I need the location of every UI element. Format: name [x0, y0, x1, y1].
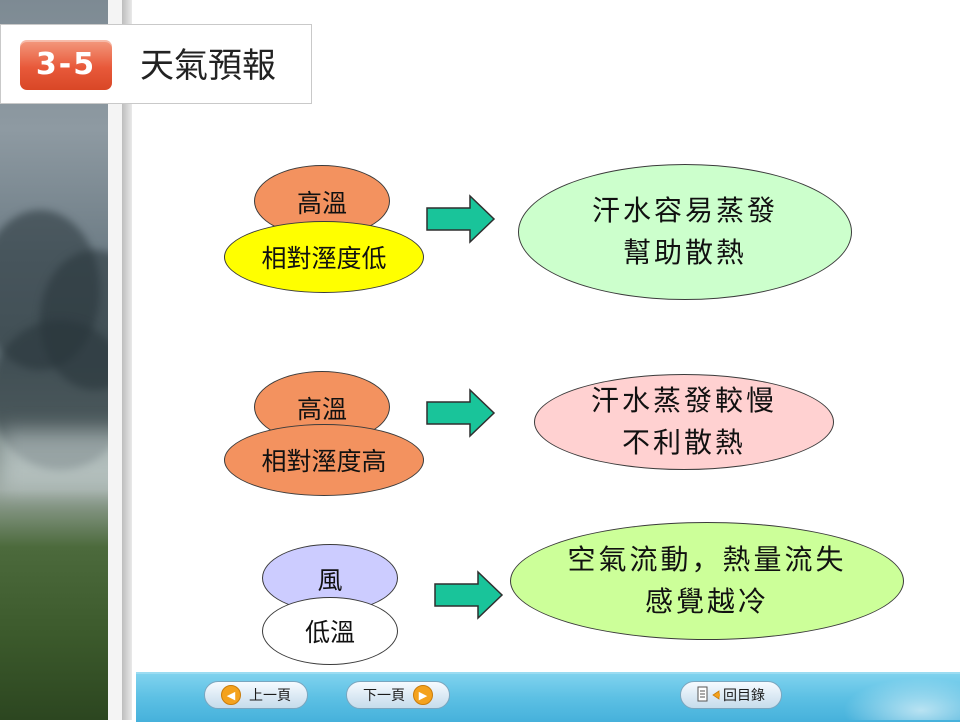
list-arrow-icon: [697, 686, 721, 704]
condition-label: 相對溼度高: [261, 447, 387, 476]
result-line-1: 汗水蒸發較慢: [590, 384, 777, 417]
arrow-right-icon: ▶: [413, 685, 433, 705]
condition-label: 高溫: [296, 189, 347, 218]
left-border-strip: [108, 0, 122, 720]
prev-page-label: 上一頁: [249, 688, 291, 704]
page-title: 天氣預報: [140, 46, 276, 86]
result-oval-1: 汗水容易蒸發 幫助散熱: [518, 164, 852, 300]
arrow-right-icon: [426, 388, 496, 438]
prev-page-button[interactable]: ◀ 上一頁: [204, 681, 308, 709]
result-oval-2: 汗水蒸發較慢 不利散熱: [534, 374, 834, 470]
condition-oval-bottom-3: 低溫: [262, 597, 398, 665]
left-border-shadow: [122, 0, 132, 720]
next-page-button[interactable]: 下一頁 ▶: [346, 681, 450, 709]
table-of-contents-button[interactable]: 回目錄: [680, 681, 782, 709]
result-line-1: 汗水容易蒸發: [591, 194, 778, 227]
condition-label: 風: [317, 566, 343, 595]
arrow-right-icon: [434, 570, 504, 620]
condition-label: 相對溼度低: [261, 244, 387, 273]
result-line-2: 不利散熱: [621, 426, 746, 459]
result-line-2: 幫助散熱: [622, 236, 747, 269]
condition-oval-bottom-1: 相對溼度低: [224, 221, 424, 293]
result-line-2: 感覺越冷: [644, 585, 769, 618]
arrow-left-icon: ◀: [221, 685, 241, 705]
toc-label: 回目錄: [723, 688, 765, 704]
condition-label: 低溫: [304, 618, 355, 647]
condition-label: 高溫: [296, 395, 347, 424]
result-oval-3: 空氣流動，熱量流失 感覺越冷: [510, 522, 904, 640]
result-line-1: 空氣流動，熱量流失: [567, 543, 847, 576]
condition-oval-bottom-2: 相對溼度高: [224, 424, 424, 496]
nav-bar-decoration: [830, 672, 960, 720]
arrow-right-icon: [426, 194, 496, 244]
section-badge: 3-5: [20, 40, 112, 90]
next-page-label: 下一頁: [363, 688, 405, 704]
